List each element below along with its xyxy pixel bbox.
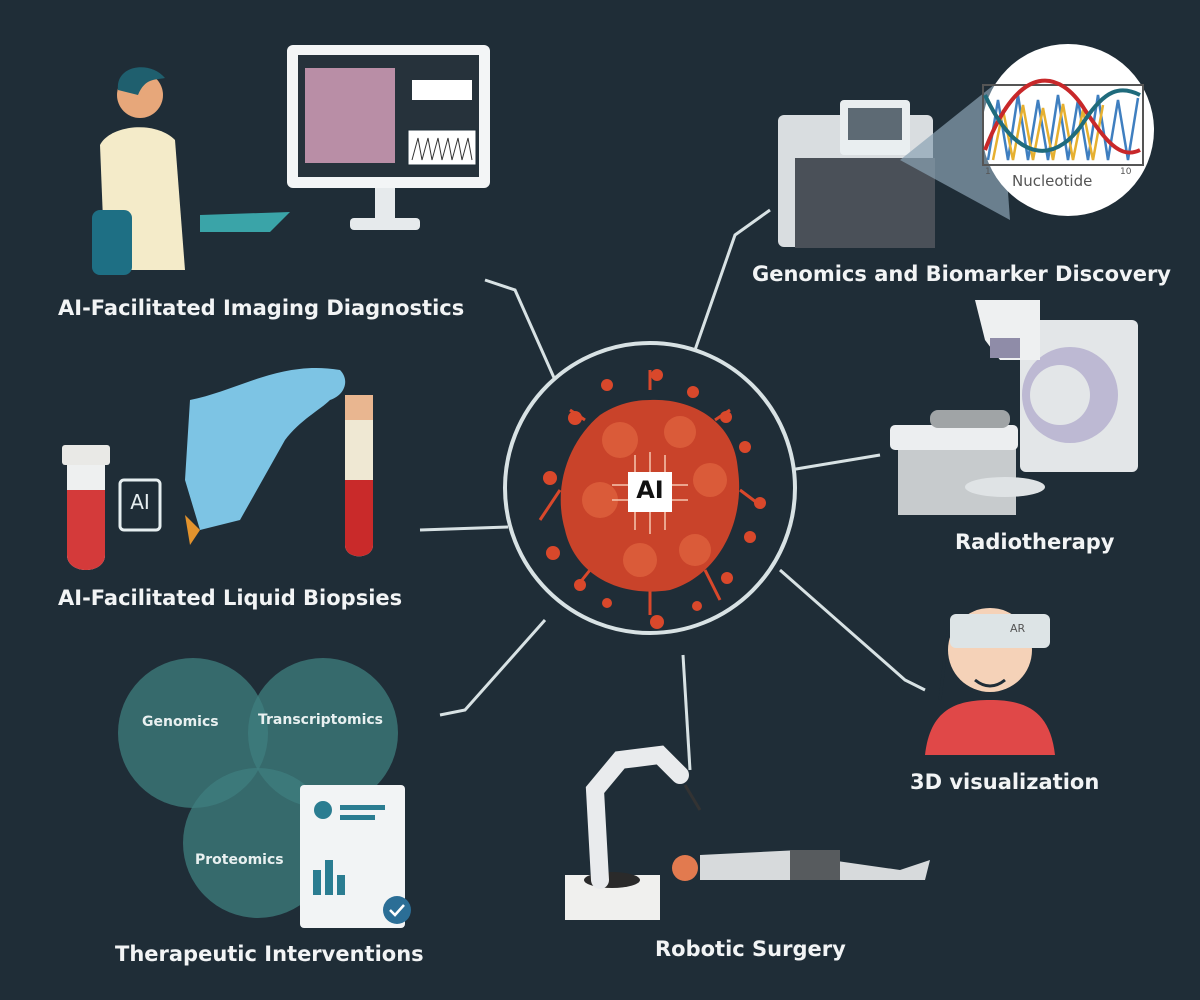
- imaging-illustration: [92, 45, 490, 275]
- headset-ar-label: AR: [1010, 622, 1026, 635]
- label-robotic-surgery: Robotic Surgery: [655, 937, 846, 961]
- label-liquid-biopsies: AI-Facilitated Liquid Biopsies: [58, 586, 403, 610]
- connector-imaging: [484, 278, 557, 381]
- tumor-icon: [538, 369, 766, 629]
- label-3d-visualization: 3D visualization: [910, 770, 1100, 794]
- sequencer-illustration: [778, 44, 1154, 248]
- nucleotide-label: Nucleotide: [1012, 172, 1093, 190]
- connector-biopsies: [419, 525, 509, 532]
- biopsies-illustration: [62, 367, 373, 570]
- nucleotide-axis-end: 10: [1120, 167, 1132, 177]
- center-ai-label: AI: [636, 476, 664, 504]
- robotic-illustration: [565, 745, 930, 920]
- label-therapeutic-interventions: Therapeutic Interventions: [115, 942, 424, 966]
- label-genomics-biomarker: Genomics and Biomarker Discovery: [752, 262, 1171, 286]
- label-radiotherapy: Radiotherapy: [955, 530, 1115, 554]
- chip-ai-label: AI: [130, 490, 150, 514]
- radiotherapy-illustration: [890, 300, 1138, 515]
- connector-genomics: [693, 208, 771, 351]
- connector-robotic: [681, 654, 692, 771]
- venn-label-transcriptomics: Transcriptomics: [258, 712, 384, 728]
- connector-visualization: [779, 568, 926, 692]
- venn-diagram: [118, 658, 411, 928]
- connector-radiotherapy: [789, 453, 881, 472]
- nucleotide-axis-start: 1: [985, 167, 991, 177]
- label-imaging-diagnostics: AI-Facilitated Imaging Diagnostics: [58, 296, 465, 320]
- venn-label-genomics: Genomics: [142, 714, 219, 730]
- visualization-illustration: [925, 608, 1055, 755]
- connectors: [419, 208, 926, 771]
- connector-therapeutic: [439, 619, 547, 717]
- nucleotide-chart: [983, 78, 1141, 161]
- venn-label-proteomics: Proteomics: [195, 852, 284, 868]
